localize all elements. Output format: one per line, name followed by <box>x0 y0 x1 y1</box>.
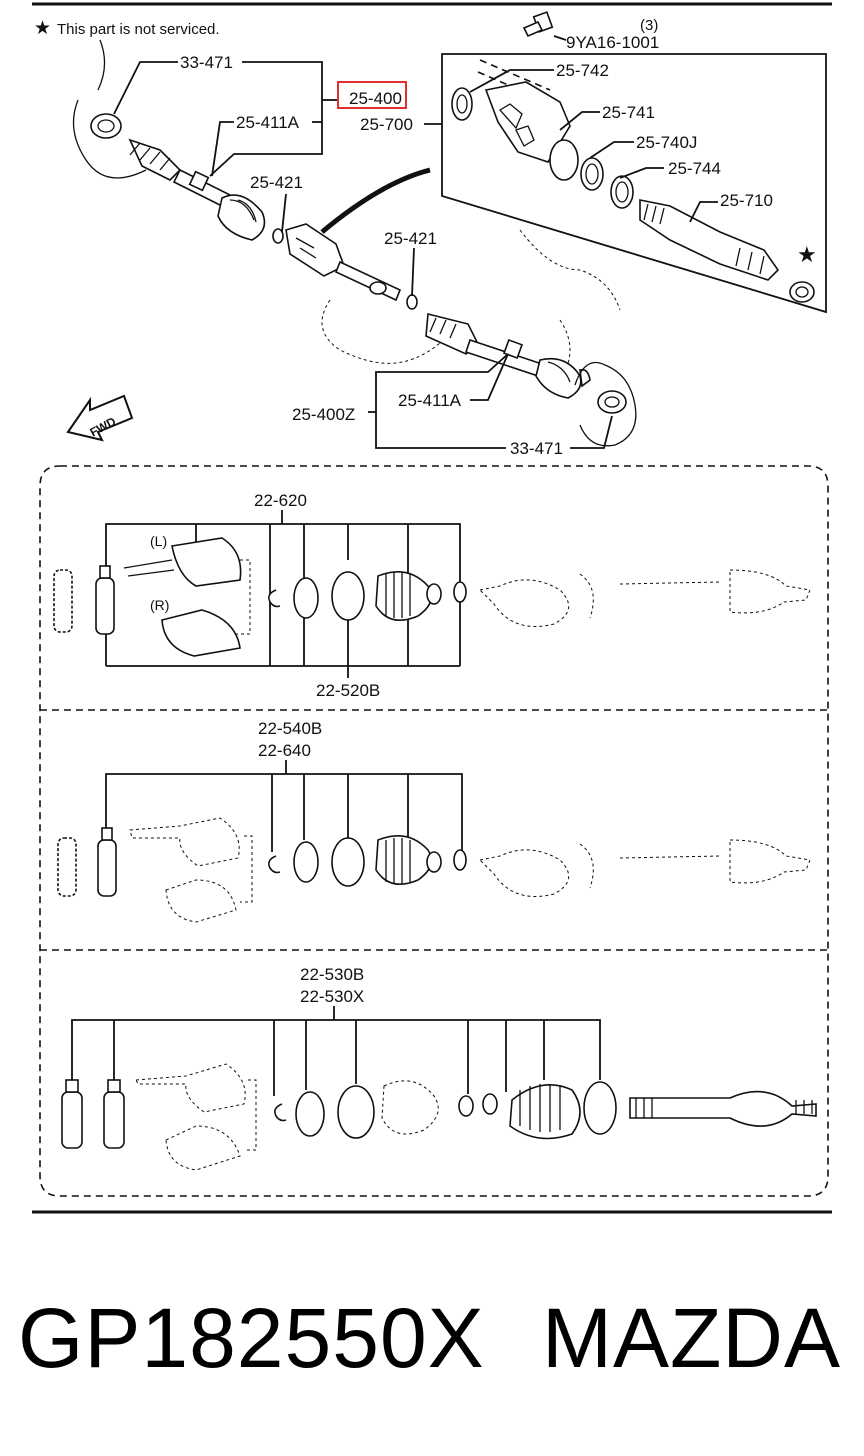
note-star-icon: ★ <box>34 18 51 39</box>
kit-row-1[interactable]: 22-620 22-520B (L) (R) <box>53 491 811 700</box>
note-text: This part is not serviced. <box>57 21 220 38</box>
label-25-741: 25-741 <box>602 103 655 122</box>
bearing-25-740J <box>580 157 604 191</box>
knuckle-outline <box>72 39 147 179</box>
leaders-lower-left <box>368 353 613 449</box>
kit1-label-22-620: 22-620 <box>254 491 307 510</box>
clip-25-421-a[interactable] <box>272 228 284 244</box>
intermediate-joint[interactable] <box>285 223 402 302</box>
inset-frame <box>441 53 827 314</box>
driveshaft-lower[interactable] <box>425 312 591 399</box>
bolt-icon[interactable] <box>522 11 554 38</box>
kit3-label-22-530B: 22-530B <box>300 965 364 984</box>
label-33-471-top: 33-471 <box>180 53 233 72</box>
kit3-label-22-530X: 22-530X <box>300 987 364 1006</box>
star-mark-icon: ★ <box>797 242 817 267</box>
part-number: GP182550X <box>18 1291 485 1385</box>
driveshaft-upper[interactable] <box>128 138 266 241</box>
footer: GP182550X MAZDA <box>0 1288 864 1428</box>
arc-connector <box>320 167 431 234</box>
label-33-471-bottom: 33-471 <box>510 439 563 458</box>
label-25-744: 25-744 <box>668 159 721 178</box>
label-25-400Z: 25-400Z <box>292 405 355 424</box>
leaders-inset <box>469 69 718 223</box>
kit2-label-22-640: 22-640 <box>258 741 311 760</box>
upper-exploded-view: FWD 33-471 25-411A 25-421 25-421 25-700 … <box>66 11 827 458</box>
kit-panel-border <box>39 465 829 1197</box>
label-25-740J: 25-740J <box>636 133 697 152</box>
seal-inset-right <box>789 281 815 303</box>
highlight-box-25-400 <box>337 81 407 109</box>
label-25-400[interactable]: 25-400 <box>349 89 402 108</box>
brand-name: MAZDA <box>542 1291 841 1385</box>
engine-outline <box>321 229 621 381</box>
inset-parts[interactable] <box>451 59 815 303</box>
kit1-tag-L: (L) <box>150 533 167 549</box>
label-25-700: 25-700 <box>360 115 413 134</box>
ring-25-744 <box>610 175 634 209</box>
leaders-upper-left <box>113 61 442 297</box>
label-25-421-a: 25-421 <box>250 173 303 192</box>
label-bolt-qty: (3) <box>640 17 658 34</box>
clip-25-421-b[interactable] <box>406 294 418 310</box>
fwd-arrow-icon: FWD <box>66 394 134 442</box>
hub-right <box>574 361 637 447</box>
label-25-411A-top: 25-411A <box>236 113 300 132</box>
seal-25-742 <box>451 87 473 121</box>
label-bolt-code: 9YA16-1001 <box>566 33 659 52</box>
kit1-tag-R: (R) <box>150 597 169 613</box>
oil-seal-left-top[interactable] <box>90 113 122 139</box>
label-25-421-b: 25-421 <box>384 229 437 248</box>
label-25-710: 25-710 <box>720 191 773 210</box>
shaft-25-710 <box>639 199 780 281</box>
kit2-label-22-540B: 22-540B <box>258 719 322 738</box>
label-25-411A-bottom: 25-411A <box>398 391 462 410</box>
label-25-742: 25-742 <box>556 61 609 80</box>
kit-row-2[interactable]: 22-540B 22-640 <box>57 719 811 923</box>
kit1-label-22-520B: 22-520B <box>316 681 380 700</box>
kit-row-3[interactable]: 22-530B 22-530X <box>61 965 817 1171</box>
oil-seal-right-bottom[interactable] <box>597 390 627 414</box>
